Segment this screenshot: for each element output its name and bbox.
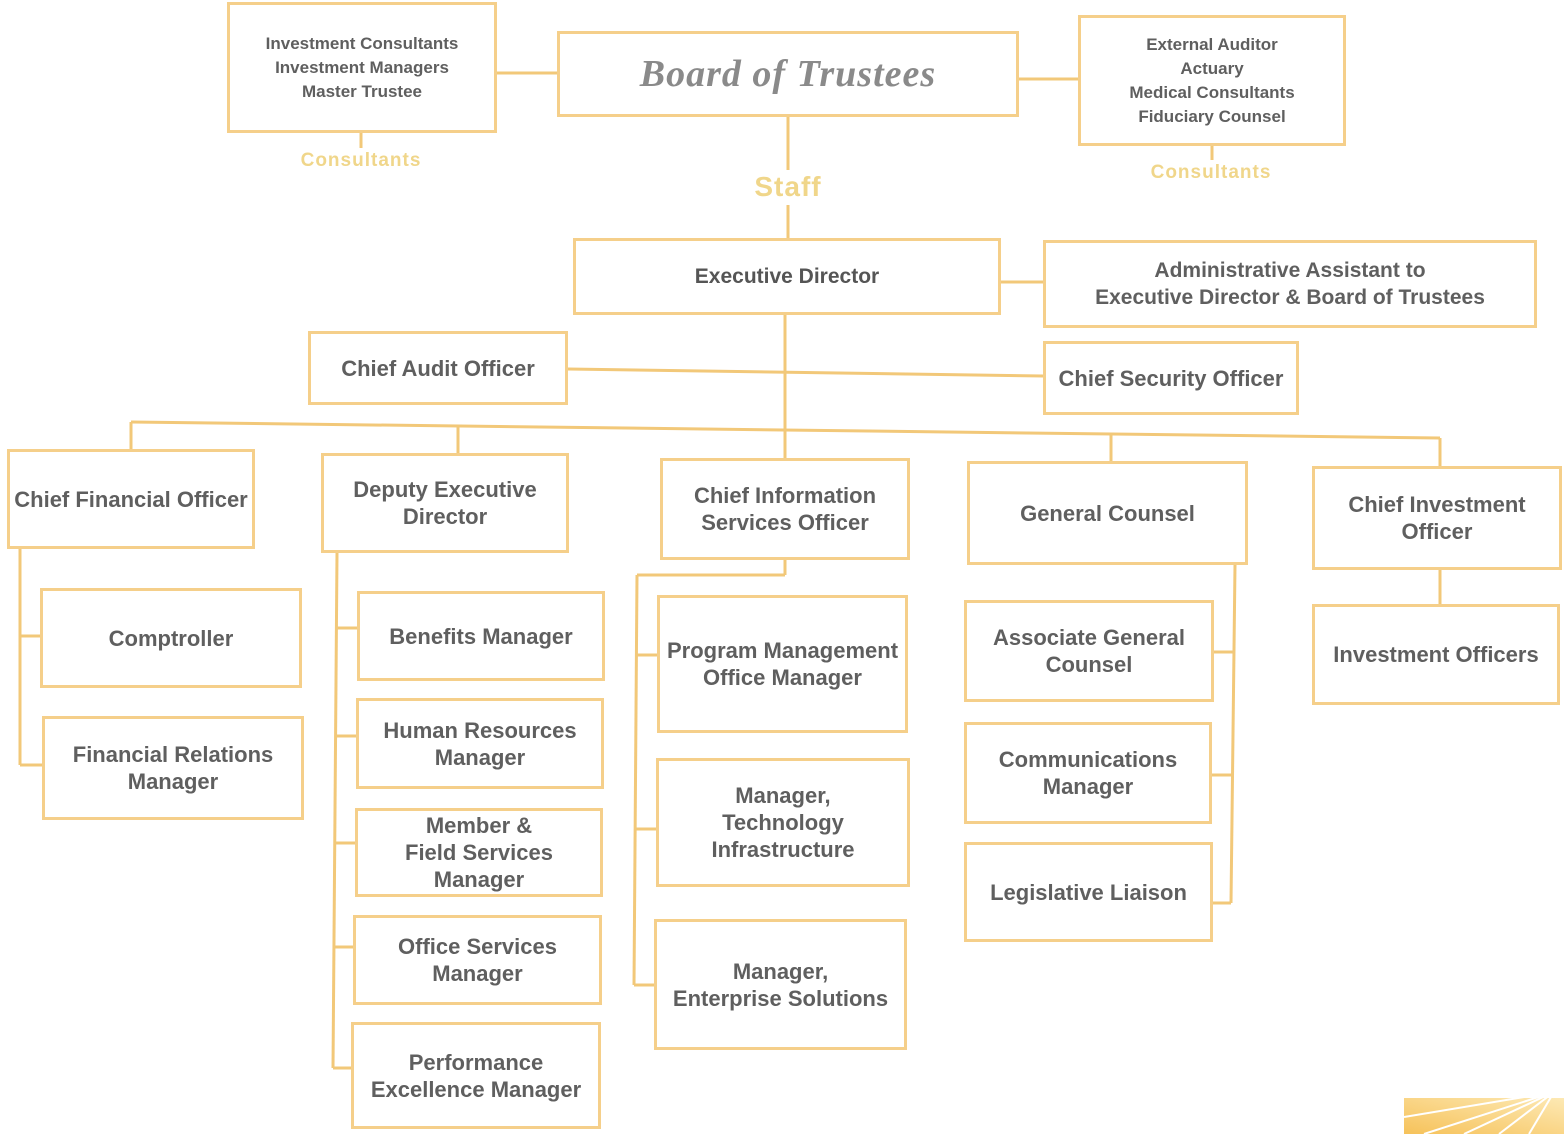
office-services-box: Office Services Manager [353, 915, 602, 1005]
tech-infrastructure-title: Manager, Technology Infrastructure [711, 783, 855, 862]
consultants-left-box: Investment Consultants Investment Manage… [227, 2, 497, 133]
chief-security-officer-box: Chief Security Officer [1043, 341, 1299, 415]
executive-director-box: Executive Director [573, 238, 1001, 315]
enterprise-solutions-box: Manager, Enterprise Solutions [654, 919, 907, 1050]
chief-security-officer-title: Chief Security Officer [1058, 365, 1284, 391]
legislative-liaison-title: Legislative Liaison [990, 879, 1187, 905]
performance-excellence-title: Performance Excellence Manager [370, 1049, 582, 1102]
cio-box: Chief Information Services Officer [660, 458, 910, 560]
consultants-left-list: Investment Consultants Investment Manage… [265, 33, 459, 101]
enterprise-solutions-title: Manager, Enterprise Solutions [672, 958, 889, 1011]
financial-relations-title: Financial Relations Manager [72, 742, 274, 794]
general-counsel-box: General Counsel [967, 461, 1248, 565]
benefits-manager-box: Benefits Manager [357, 591, 605, 681]
tech-infrastructure-box: Manager, Technology Infrastructure [656, 758, 910, 887]
member-field-services-box: Member & Field Services Manager [355, 808, 603, 897]
cfo-title: Chief Financial Officer [14, 486, 248, 512]
cio-investment-box: Chief Investment Officer [1312, 466, 1562, 570]
associate-counsel-title: Associate General Counsel [993, 625, 1185, 677]
admin-assistant-box: Administrative Assistant to Executive Di… [1043, 240, 1537, 328]
chief-audit-officer-title: Chief Audit Officer [341, 355, 535, 381]
office-services-title: Office Services Manager [398, 934, 557, 986]
staff-label: Staff [754, 171, 822, 202]
comptroller-box: Comptroller [40, 588, 302, 688]
investment-officers-box: Investment Officers [1312, 604, 1560, 705]
consultants-left-label: Consultants [300, 150, 422, 171]
performance-excellence-box: Performance Excellence Manager [351, 1022, 601, 1129]
deputy-director-title: Deputy Executive Director [353, 477, 537, 529]
admin-assistant-title: Administrative Assistant to Executive Di… [1095, 259, 1485, 309]
chief-audit-officer-box: Chief Audit Officer [308, 331, 568, 405]
cio-title: Chief Information Services Officer [693, 483, 877, 535]
consultants-right-box: External Auditor Actuary Medical Consult… [1078, 15, 1346, 146]
consultants-right-list: External Auditor Actuary Medical Consult… [1129, 34, 1295, 126]
communications-manager-title: Communications Manager [998, 747, 1178, 799]
member-field-services-title: Member & Field Services Manager [405, 813, 553, 892]
investment-officers-title: Investment Officers [1333, 642, 1539, 667]
consultants-right-label: Consultants [1150, 162, 1272, 183]
executive-director-title: Executive Director [694, 265, 880, 288]
chief-investment-officer-title: Chief Investment Officer [1348, 492, 1526, 544]
cfo-box: Chief Financial Officer [7, 449, 255, 549]
legislative-liaison-box: Legislative Liaison [964, 842, 1213, 942]
board-of-trustees-box: Board of Trustees [557, 31, 1019, 117]
board-of-trustees-title: Board of Trustees [639, 52, 937, 95]
general-counsel-title: General Counsel [1020, 500, 1195, 526]
sunburst-logo-icon [1404, 1092, 1564, 1134]
associate-counsel-box: Associate General Counsel [964, 600, 1214, 702]
benefits-manager-title: Benefits Manager [389, 623, 573, 649]
hr-manager-box: Human Resources Manager [356, 698, 604, 789]
comptroller-title: Comptroller [108, 625, 234, 651]
financial-relations-box: Financial Relations Manager [42, 716, 304, 820]
pmo-manager-box: Program Management Office Manager [657, 595, 908, 733]
pmo-manager-title: Program Management Office Manager [666, 638, 899, 690]
hr-manager-title: Human Resources Manager [383, 717, 577, 770]
communications-manager-box: Communications Manager [964, 722, 1212, 824]
deputy-director-box: Deputy Executive Director [321, 453, 569, 553]
